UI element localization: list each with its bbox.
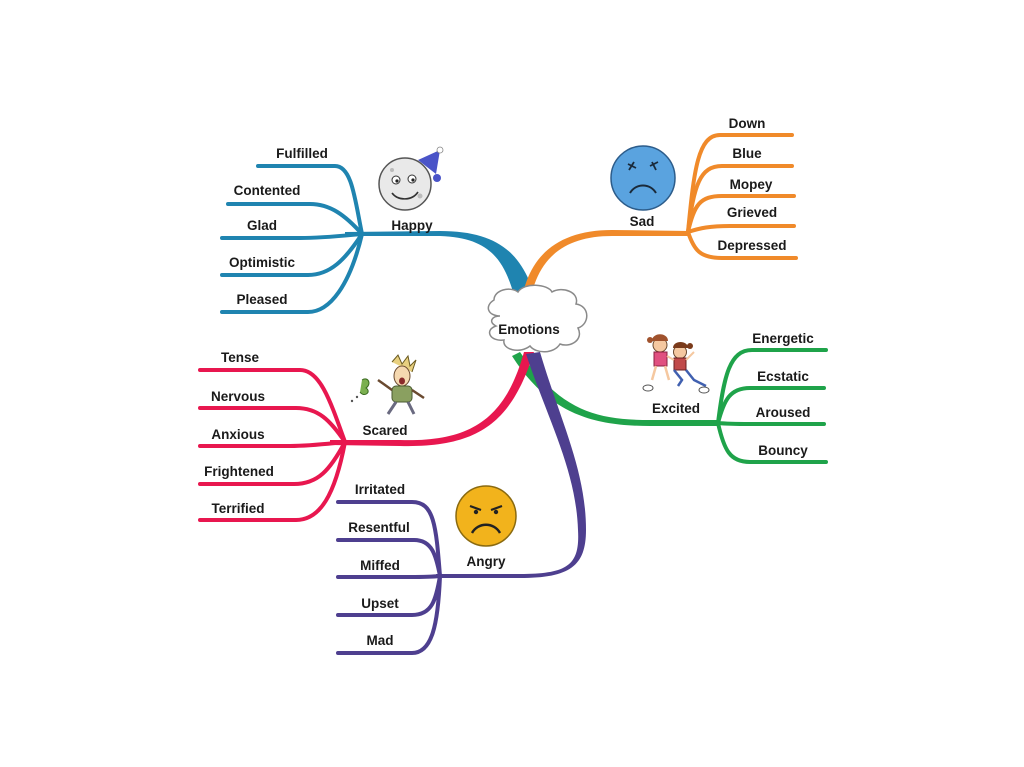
kids-playing-icon: [643, 334, 709, 393]
angry-trunk: [436, 352, 586, 578]
leaf-label-upset[interactable]: Upset: [361, 596, 399, 611]
leaf-label-pleased[interactable]: Pleased: [236, 292, 287, 307]
leaf-label-aroused[interactable]: Aroused: [756, 405, 811, 420]
branch-label-angry[interactable]: Angry: [466, 554, 505, 569]
leaf-label-nervous[interactable]: Nervous: [211, 389, 265, 404]
leaf-label-mad[interactable]: Mad: [367, 633, 394, 648]
sad-leaf-line: [688, 226, 794, 232]
branch-label-excited[interactable]: Excited: [652, 401, 700, 416]
branch-label-sad[interactable]: Sad: [630, 214, 655, 229]
leaf-label-down[interactable]: Down: [729, 116, 766, 131]
moon-face-icon: [379, 147, 443, 210]
scared-trunk: [330, 352, 534, 446]
scared-leaf-line: [200, 442, 345, 446]
branch-label-happy[interactable]: Happy: [391, 218, 433, 233]
leaf-label-depressed[interactable]: Depressed: [717, 238, 786, 253]
leaf-label-resentful[interactable]: Resentful: [348, 520, 410, 535]
leaf-label-ecstatic[interactable]: Ecstatic: [757, 369, 809, 384]
happy-leaf-line: [222, 234, 362, 238]
scared-person-icon: [351, 355, 424, 414]
leaf-label-irritated[interactable]: Irritated: [355, 482, 405, 497]
leaf-label-contented[interactable]: Contented: [234, 183, 301, 198]
leaf-label-mopey[interactable]: Mopey: [730, 177, 773, 192]
leaf-label-fulfilled[interactable]: Fulfilled: [276, 146, 328, 161]
excited-leaf-line: [718, 423, 824, 424]
leaf-label-grieved[interactable]: Grieved: [727, 205, 777, 220]
branch-label-scared[interactable]: Scared: [362, 423, 407, 438]
leaf-label-glad[interactable]: Glad: [247, 218, 277, 233]
leaf-label-energetic[interactable]: Energetic: [752, 331, 814, 346]
leaf-label-tense[interactable]: Tense: [221, 350, 260, 365]
sad-face-icon: [611, 146, 675, 210]
leaf-label-frightened[interactable]: Frightened: [204, 464, 274, 479]
leaf-label-terrified[interactable]: Terrified: [211, 501, 264, 516]
leaf-label-miffed[interactable]: Miffed: [360, 558, 400, 573]
leaf-label-anxious[interactable]: Anxious: [211, 427, 264, 442]
center-node[interactable]: Emotions: [488, 285, 586, 352]
leaf-label-optimistic[interactable]: Optimistic: [229, 255, 296, 270]
angry-face-icon: [456, 486, 516, 546]
center-label: Emotions: [498, 322, 560, 337]
leaf-label-bouncy[interactable]: Bouncy: [758, 443, 808, 458]
angry-leaf-line: [338, 576, 440, 577]
leaf-label-blue[interactable]: Blue: [732, 146, 762, 161]
cloud-shape: [488, 285, 586, 352]
